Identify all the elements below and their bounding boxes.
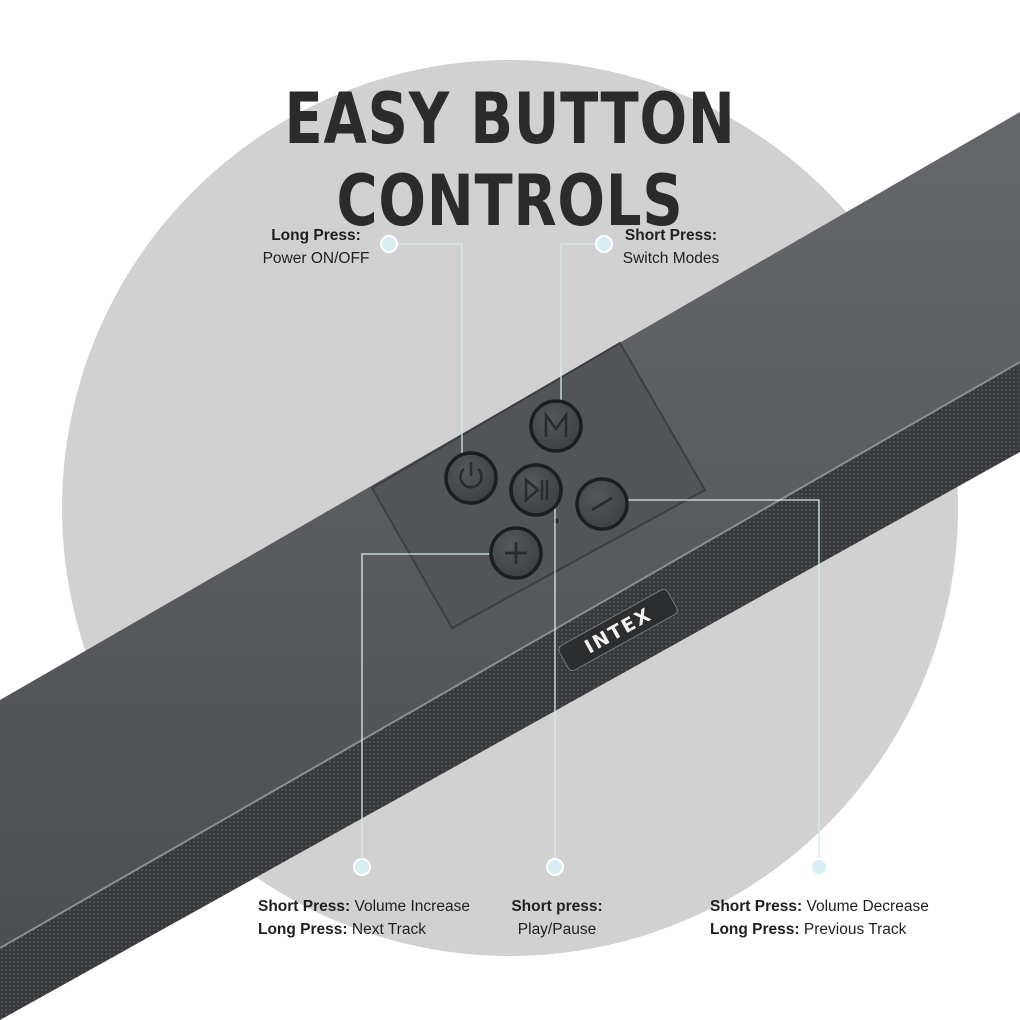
page-title: EASY BUTTON CONTROLS — [284, 78, 736, 242]
callout-volume-down-desc1: Volume Decrease — [802, 898, 929, 915]
callout-power: Long Press: Power ON/OFF — [250, 224, 382, 270]
callout-dot-mode — [595, 235, 613, 253]
soundbar-grille — [0, 362, 1020, 1020]
volume-down-button[interactable] — [575, 477, 629, 531]
callout-volume-down-label1: Short Press: — [710, 898, 803, 915]
plus-icon — [505, 542, 527, 564]
mode-m-icon — [544, 410, 568, 437]
callout-volume-down-desc2: Previous Track — [799, 921, 907, 938]
soundbar-edge — [0, 361, 1020, 949]
power-icon — [459, 462, 483, 489]
callout-volume-up-desc1: Volume Increase — [350, 898, 470, 915]
callout-volume-down: Short Press: Volume Decrease Long Press:… — [710, 895, 929, 941]
callout-mode: Short Press: Switch Modes — [610, 224, 732, 270]
callout-power-desc: Power ON/OFF — [262, 250, 370, 267]
callout-volume-down-label2: Long Press: — [710, 921, 800, 938]
callout-dot-volume-up — [353, 858, 371, 876]
callout-volume-up-label2: Long Press: — [258, 921, 348, 938]
power-button[interactable] — [444, 451, 498, 505]
callout-power-label: Long Press: — [271, 227, 361, 244]
play-pause-button[interactable] — [509, 463, 563, 517]
callout-volume-up-label1: Short Press: — [258, 898, 351, 915]
volume-up-button[interactable] — [489, 526, 543, 580]
callout-dot-play-pause — [546, 858, 564, 876]
callout-dots — [353, 235, 828, 876]
callout-play-pause-desc: Play/Pause — [517, 921, 597, 938]
callout-mode-label: Short Press: — [624, 227, 718, 244]
callout-play-pause-label: Short press: — [511, 898, 603, 915]
minus-icon — [591, 496, 613, 512]
callout-dot-volume-down — [810, 858, 828, 876]
play-pause-icon — [524, 477, 549, 503]
callout-mode-desc: Switch Modes — [622, 250, 720, 267]
callout-volume-up-desc2: Next Track — [347, 921, 426, 938]
callout-play-pause: Short press: Play/Pause — [506, 895, 608, 941]
mic-hole — [553, 518, 559, 524]
callout-dot-power — [380, 235, 398, 253]
callout-volume-up: Short Press: Volume Increase Long Press:… — [258, 895, 470, 941]
mode-button[interactable] — [529, 399, 583, 453]
